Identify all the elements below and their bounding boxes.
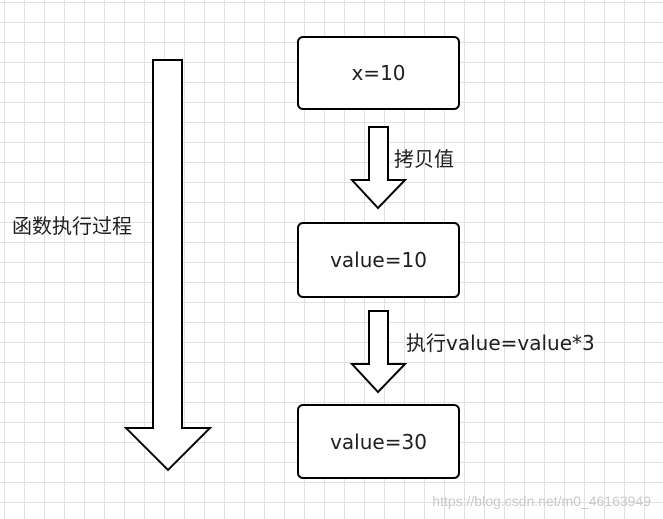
watermark: https://blog.csdn.net/m0_46163949 [432, 493, 651, 509]
flow-arrow-copy [349, 126, 408, 210]
node-x: x=10 [297, 36, 460, 110]
node-value-copy: value=10 [297, 222, 460, 298]
process-arrow [123, 59, 213, 472]
flow-arrow-execute [349, 310, 408, 394]
edge-label-execute: 执行value=value*3 [406, 331, 595, 355]
process-label: 函数执行过程 [12, 214, 132, 238]
edge-label-copy: 拷贝值 [394, 147, 454, 171]
node-value-result: value=30 [297, 404, 460, 479]
